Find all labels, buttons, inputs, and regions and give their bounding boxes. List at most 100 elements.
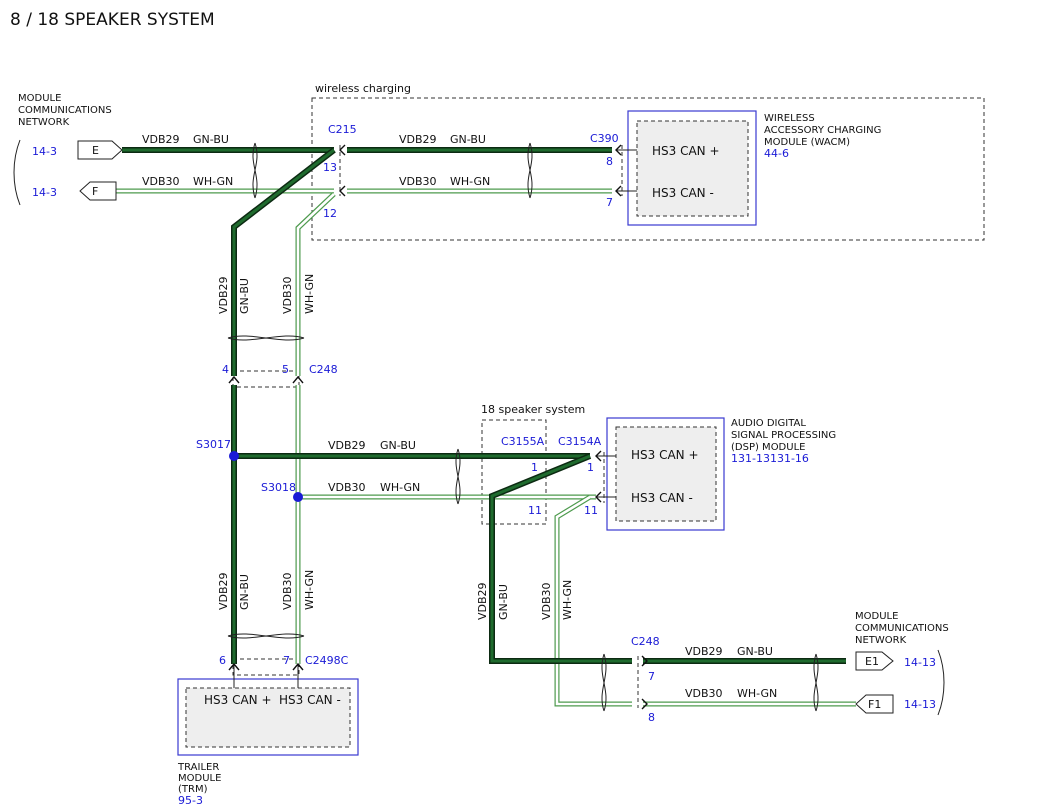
connector-arrows: [228, 144, 648, 710]
wire-color-gnbu-v1: GN-BU: [238, 278, 251, 314]
trm-ref: 95-3: [178, 794, 203, 807]
trm-pin-plus: HS3 CAN +: [204, 693, 272, 707]
left-network-label-1: MODULE: [18, 93, 61, 104]
c3154a-pin-11: 11: [584, 504, 598, 517]
wire-color-whgn-2: WH-GN: [450, 175, 490, 188]
dsp-pin-plus: HS3 CAN +: [631, 448, 699, 462]
wire-color-whgn-v1: WH-GN: [303, 274, 316, 314]
dsp-module-inner: [615, 426, 717, 522]
c248-connector-box: [232, 370, 300, 388]
c3155a-pin-11: 11: [528, 504, 542, 517]
plug-f-label: F: [92, 185, 98, 198]
plug-f1-right: [855, 694, 894, 714]
wire-label-vdb29-2: VDB29: [399, 133, 437, 146]
trm-name-2: MODULE: [178, 773, 221, 784]
right-network-bracket: [937, 649, 945, 716]
vdb29-gn-bu-wires: [122, 147, 846, 664]
c2498c-pin-7: 7: [283, 654, 290, 667]
wire-label-vdb29-3: VDB29: [328, 439, 366, 452]
wacm-name-3: MODULE (WACM): [764, 137, 850, 148]
wire-color-gnbu-v2: GN-BU: [238, 574, 251, 610]
trm-name-1: TRAILER: [177, 762, 219, 773]
c2498c-pin-6: 6: [219, 654, 226, 667]
c390-pin-7: 7: [606, 196, 613, 209]
right-ref-e1: 14-13: [904, 656, 936, 669]
wacm-module-inner: [636, 120, 749, 217]
wire-label-vdb29-v2: VDB29: [217, 572, 230, 610]
left-ref-f: 14-3: [32, 186, 57, 199]
left-network-bracket: [13, 139, 21, 206]
wacm-pin-plus: HS3 CAN +: [652, 144, 720, 158]
c248-label: C248: [309, 363, 338, 376]
plug-e-left: [77, 140, 123, 160]
right-network-label-3: NETWORK: [855, 635, 907, 646]
left-network-label-2: COMMUNICATIONS: [18, 105, 112, 116]
wire-color-whgn-v3: WH-GN: [561, 580, 574, 620]
splice-s3017-dot: [229, 451, 239, 461]
wire-color-gnbu-2: GN-BU: [450, 133, 486, 146]
c215-label: C215: [328, 123, 357, 136]
left-network-label-3: NETWORK: [18, 117, 70, 128]
wire-color-gnbu-1: GN-BU: [193, 133, 229, 146]
c248b-pin-7: 7: [648, 670, 655, 683]
c248b-label: C248: [631, 635, 660, 648]
plug-e1-right: [855, 651, 894, 671]
wacm-ref: 44-6: [764, 147, 789, 160]
wire-color-gnbu-3: GN-BU: [380, 439, 416, 452]
plug-f-left: [79, 181, 117, 201]
wire-label-vdb30-1: VDB30: [142, 175, 180, 188]
trm-name-3: (TRM): [178, 784, 208, 795]
c2498c-label: C2498C: [305, 654, 349, 667]
dsp-pin-minus: HS3 CAN -: [631, 491, 693, 505]
wire-label-vdb29-4: VDB29: [685, 645, 723, 658]
twisted-pair-symbols: [227, 142, 819, 712]
right-network-label-1: MODULE: [855, 611, 898, 622]
vdb30-wh-gn-wires: [116, 188, 856, 707]
trm-pin-minus: HS3 CAN -: [279, 693, 341, 707]
wire-label-vdb29-v1: VDB29: [217, 276, 230, 314]
wireless-charging-zone-label: wireless charging: [315, 82, 411, 95]
wire-label-vdb30-v2: VDB30: [281, 572, 294, 610]
wire-label-vdb30-2: VDB30: [399, 175, 437, 188]
dsp-name-1: AUDIO DIGITAL: [731, 418, 806, 429]
dsp-ref: 131-13131-16: [731, 452, 809, 465]
wire-color-whgn-3: WH-GN: [380, 481, 420, 494]
wire-label-vdb29-v3: VDB29: [476, 582, 489, 620]
right-ref-f1: 14-13: [904, 698, 936, 711]
wire-color-whgn-1: WH-GN: [193, 175, 233, 188]
trm-module-inner: [185, 687, 351, 748]
wire-color-whgn-4: WH-GN: [737, 687, 777, 700]
c390-label: C390: [590, 132, 619, 145]
wire-label-vdb29-1: VDB29: [142, 133, 180, 146]
c248-pin-4: 4: [222, 363, 229, 376]
c2498c-connector-box: [232, 658, 300, 676]
plug-e1-label: E1: [865, 655, 879, 668]
c248b-pin-8: 8: [648, 711, 655, 724]
module-pin-leads: [233, 149, 637, 688]
page-title: 8 / 18 SPEAKER SYSTEM: [10, 10, 215, 30]
wire-color-gnbu-v3: GN-BU: [497, 584, 510, 620]
c3154a-pin-1: 1: [587, 461, 594, 474]
plug-f1-label: F1: [868, 698, 881, 711]
right-network-label-2: COMMUNICATIONS: [855, 623, 949, 634]
wacm-name-2: ACCESSORY CHARGING: [764, 125, 881, 136]
wire-label-vdb30-v1: VDB30: [281, 276, 294, 314]
wire-label-vdb30-3: VDB30: [328, 481, 366, 494]
c390-pin-8: 8: [606, 155, 613, 168]
splice-s3018-dot: [293, 492, 303, 502]
wacm-pin-minus: HS3 CAN -: [652, 186, 714, 200]
s3017-label: S3017: [196, 438, 231, 451]
wacm-name-1: WIRELESS: [764, 113, 815, 124]
c3154a-label: C3154A: [558, 435, 602, 448]
s3018-label: S3018: [261, 481, 296, 494]
wire-color-whgn-v2: WH-GN: [303, 570, 316, 610]
c215-pin-13: 13: [323, 161, 337, 174]
plug-e-label: E: [92, 144, 99, 157]
dsp-name-2: SIGNAL PROCESSING: [731, 430, 836, 441]
dsp-name-3: (DSP) MODULE: [731, 442, 805, 453]
wire-label-vdb30-4: VDB30: [685, 687, 723, 700]
left-ref-e: 14-3: [32, 145, 57, 158]
wire-color-gnbu-4: GN-BU: [737, 645, 773, 658]
c215-pin-12: 12: [323, 207, 337, 220]
